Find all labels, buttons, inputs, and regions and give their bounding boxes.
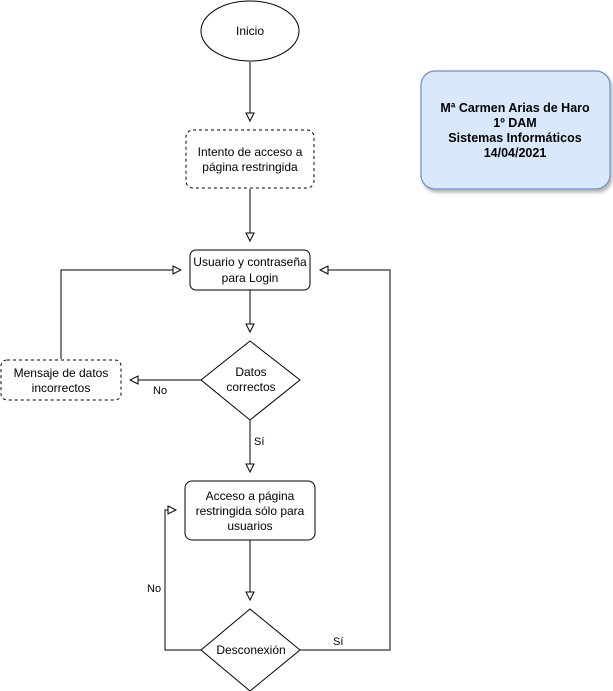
edge-logout-no-to-access (164, 510, 201, 651)
node-access: Acceso a página restringida sólo para us… (184, 480, 316, 541)
login-label-line1: Usuario y contraseña (193, 255, 307, 269)
check-label-line1: Datos (235, 365, 266, 379)
access-label-line3: usuarios (227, 519, 272, 533)
logout-label: Desconexión (216, 643, 285, 657)
start-ellipse (200, 0, 300, 62)
check-diamond (200, 340, 301, 421)
attempt-box (185, 129, 315, 189)
edge-label-logout-yes: Sí (333, 636, 343, 648)
edge-logout-yes-to-login (300, 270, 391, 651)
node-login: Usuario y contraseña para Login (189, 249, 311, 291)
node-check: Datos correctos (200, 340, 301, 421)
error-label-line2: incorrectos (32, 381, 91, 395)
edge-label-logout-no: No (147, 583, 161, 595)
login-box (189, 249, 311, 291)
check-label-line2: correctos (226, 380, 275, 394)
author-subject: Sistemas Informáticos (448, 131, 581, 145)
error-label-line1: Mensaje de datos (14, 366, 109, 380)
edge-error-to-login (60, 270, 181, 359)
author-date: 14/04/2021 (484, 146, 547, 160)
edge-label-check-no: No (153, 385, 167, 397)
start-label: Inicio (236, 24, 264, 38)
node-logout: Desconexión (200, 608, 301, 691)
edges (60, 62, 391, 651)
node-error: Mensaje de datos incorrectos (0, 359, 122, 401)
attempt-label-line2: página restringida (202, 160, 298, 174)
author-name: Mª Carmen Arias de Haro (440, 101, 590, 115)
author-course: 1º DAM (493, 116, 536, 130)
access-box (184, 480, 316, 541)
author-note: Mª Carmen Arias de Haro 1º DAM Sistemas … (420, 70, 611, 190)
login-label-line2: para Login (222, 271, 279, 285)
logout-diamond (200, 608, 301, 691)
node-attempt: Intento de acceso a página restringida (185, 129, 315, 189)
access-label-line2: restringida sólo para (196, 504, 305, 518)
attempt-label-line1: Intento de acceso a (198, 145, 303, 159)
author-note-box (420, 70, 611, 190)
access-label-line1: Acceso a página (206, 489, 295, 503)
edge-label-check-yes: Sí (254, 436, 264, 448)
error-box (0, 359, 122, 401)
node-start: Inicio (200, 0, 300, 62)
